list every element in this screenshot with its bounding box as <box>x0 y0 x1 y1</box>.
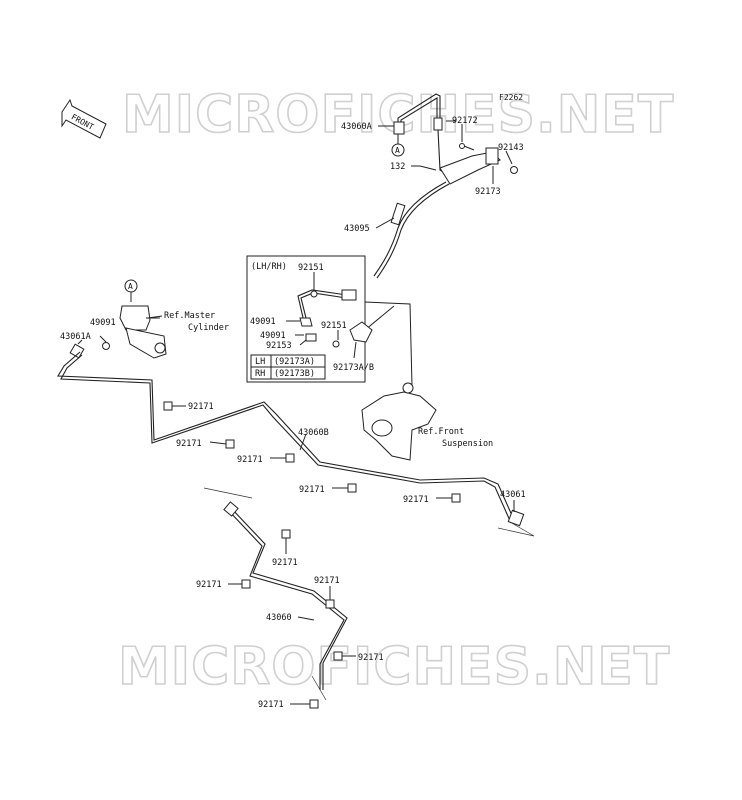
label-92171-10: 92171 <box>258 700 284 710</box>
figure-code: F2262 <box>499 93 523 102</box>
fitting-43060-top <box>223 501 239 517</box>
fitting-43061 <box>507 509 525 527</box>
cable-sleeve <box>390 202 406 226</box>
label-92143: 92143 <box>498 143 524 153</box>
label-92171-1: 92171 <box>188 402 214 412</box>
clamp-92171-1 <box>163 401 173 411</box>
callout-a-upper-label: A <box>395 146 400 155</box>
label-92151-b: 92151 <box>321 321 347 331</box>
hose-bracket-92173AB <box>332 301 413 387</box>
label-43060: 43060 <box>266 613 292 623</box>
clamp-92171-9 <box>333 651 343 661</box>
fitting-upper <box>433 117 443 131</box>
upper-brake-line <box>373 93 518 279</box>
banjo-49091 <box>299 317 313 327</box>
label-92171-7: 92171 <box>196 580 222 590</box>
brake-line-43060 <box>203 487 348 701</box>
clamp-92171-7 <box>241 579 251 589</box>
bracket-92173 <box>485 147 499 165</box>
label-92171-2: 92171 <box>176 439 202 449</box>
clamp-92171-4 <box>347 483 357 493</box>
clamp-92171-5 <box>451 493 461 503</box>
clamp-92171-8 <box>325 599 335 609</box>
clip-92151-inset <box>310 290 318 298</box>
label-43061A: 43061A <box>60 332 91 342</box>
clamp-92171-3 <box>285 453 295 463</box>
inset-table-part-1: (92173A) <box>274 357 315 367</box>
callout-a-master-label: A <box>128 282 133 291</box>
label-92151-a: 92151 <box>298 263 324 273</box>
label-43060A: 43060A <box>341 122 372 132</box>
label-92153: 92153 <box>266 341 292 351</box>
inset-table-side-1: LH <box>255 357 265 367</box>
label-92173: 92173 <box>475 187 501 197</box>
label-132: 132 <box>390 162 405 172</box>
label-43095: 43095 <box>344 224 370 234</box>
inset-table-side-2: RH <box>255 369 265 379</box>
bolt-92153 <box>305 333 317 342</box>
fitting-43061A <box>69 343 85 359</box>
inset-title: (LH/RH) <box>251 262 287 272</box>
label-92171-3: 92171 <box>237 455 263 465</box>
nut-92143 <box>510 166 518 174</box>
label-92171-5: 92171 <box>403 495 429 505</box>
label-92171-9: 92171 <box>358 653 384 663</box>
callout-a-master: A <box>124 279 138 302</box>
label-49091-a: 49091 <box>250 317 276 327</box>
watermark-bottom: MICROFICHES.NET <box>118 637 670 697</box>
part-labels: 43060A 92172 92143 132 92173 43095 92151… <box>60 116 526 710</box>
label-92171-4: 92171 <box>299 485 325 495</box>
label-49091-c: 49091 <box>90 318 116 328</box>
label-92171-8: 92171 <box>314 576 340 586</box>
bolt-92172 <box>459 143 465 149</box>
inset-box: (LH/RH) LH (92173A) RH (92173B) <box>246 255 366 383</box>
hose-end-fitting <box>341 289 357 301</box>
front-arrow-icon: FRONT <box>61 98 107 139</box>
label-49091-b: 49091 <box>260 331 286 341</box>
label-ref-suspension-1: Ref.Front <box>418 427 464 437</box>
clamp-92171-10 <box>309 699 319 709</box>
label-92171-6: 92171 <box>272 558 298 568</box>
clamp-92171-6 <box>281 529 291 539</box>
master-cylinder <box>102 305 167 359</box>
label-ref-suspension-2: Suspension <box>442 439 493 449</box>
label-ref-master-1: Ref.Master <box>164 311 215 321</box>
brake-line-43060B <box>57 343 535 537</box>
callout-a-upper: A <box>391 134 405 157</box>
label-92172: 92172 <box>452 116 478 126</box>
label-43061: 43061 <box>500 490 526 500</box>
inset-table-part-2: (92173B) <box>274 369 315 379</box>
washer-49091 <box>102 342 110 350</box>
label-92173AB: 92173A/B <box>333 363 374 373</box>
label-43060B: 43060B <box>298 428 329 438</box>
clamp-92171-2 <box>225 439 235 449</box>
fitting-43060A <box>393 121 405 135</box>
front-suspension-knuckle <box>361 382 437 461</box>
cable-bracket <box>439 151 501 185</box>
label-ref-master-2: Cylinder <box>188 323 229 333</box>
clip-92151b <box>332 340 340 348</box>
leader-lines <box>77 120 515 705</box>
